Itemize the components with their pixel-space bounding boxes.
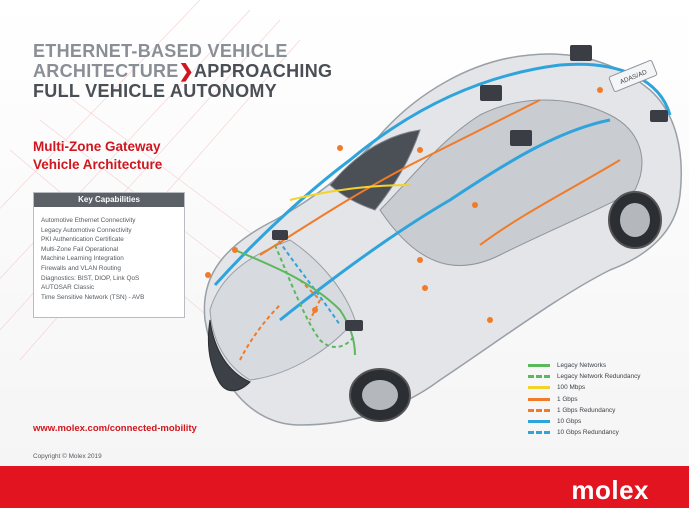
network-1gbps: [259, 99, 541, 256]
legend-label: 100 Mbps: [557, 384, 586, 392]
legend-item: 1 Gbps: [528, 394, 678, 405]
legend-label: Legacy Networks: [557, 362, 607, 369]
legend-swatch: [528, 375, 550, 379]
capability-item: Automotive Ethernet Connectivity: [41, 217, 136, 224]
legend-swatch: [528, 408, 550, 412]
network-1gbps-redundancy: [239, 279, 322, 361]
car-windshield: [329, 129, 421, 211]
legend-label: 1 Gbps: [557, 395, 578, 403]
subtitle-line-1: Multi-Zone Gateway: [33, 139, 161, 154]
headline-line-2-part-1: ARCHITECTURE: [33, 61, 179, 81]
legend-item: 100 Mbps: [528, 382, 678, 393]
subtitle: Multi-Zone Gateway Vehicle Architecture: [33, 138, 233, 174]
chevron-right-icon: ❯: [178, 61, 194, 81]
gateway-module: [480, 85, 502, 101]
network-10gbps-redundancy: [274, 234, 341, 326]
headline: ETHERNET-BASED VEHICLE ARCHITECTURE❯APPR…: [33, 41, 413, 101]
network-100mbps: [289, 184, 411, 201]
molex-logo: molex: [571, 475, 649, 505]
legend-item: 10 Gbps: [528, 416, 678, 427]
network-1gbps: [479, 159, 621, 246]
capability-item: Legacy Automotive Connectivity: [41, 226, 132, 234]
legend-label: 1 Gbps Redundancy: [557, 406, 616, 414]
capability-item: Firewalls and VLAN Routing: [41, 264, 121, 272]
capability-item: Time Sensitive Network (TSN) - AVB: [41, 293, 145, 301]
legend-swatch: [528, 419, 550, 423]
footer-bar: molex: [0, 466, 689, 508]
legend-item: 10 Gbps Redundancy: [528, 427, 678, 438]
gateway-module: [345, 320, 363, 331]
headline-line-3: FULL VEHICLE AUTONOMY: [33, 81, 277, 101]
legend-item: 1 Gbps Redundancy: [528, 405, 678, 416]
capability-item: Machine Learning Integration: [41, 255, 124, 263]
vehicle-illustration: ADAS/AD: [203, 45, 682, 426]
front-wheel-rim: [362, 380, 398, 410]
legend-label: Legacy Network Redundancy: [557, 373, 641, 381]
gateway-module: [272, 230, 288, 240]
network-legacy-redundancy: [274, 244, 356, 348]
capability-item: PKI Authentication Certificate: [41, 236, 124, 244]
legend-swatch: [528, 397, 550, 401]
copyright-text: Copyright © Molex 2019: [33, 453, 102, 460]
network-10gbps: [279, 118, 611, 322]
legend-item: Legacy Networks: [528, 360, 678, 371]
legend-swatch: [528, 386, 550, 390]
key-capabilities-box: Key Capabilities Automotive Ethernet Con…: [33, 192, 185, 318]
connection-nodes: [205, 87, 603, 323]
headline-line-1: ETHERNET-BASED VEHICLE: [33, 41, 288, 61]
car-grille: [207, 319, 251, 392]
legend-swatch: [528, 431, 550, 435]
legend-label: 10 Gbps Redundancy: [557, 429, 619, 437]
gateway-module: [510, 130, 532, 146]
capability-item: AUTOSAR Classic: [41, 284, 95, 292]
car-interior: [379, 99, 643, 266]
adas-module: [608, 60, 658, 92]
capability-item: Multi-Zone Fail Operational: [41, 245, 119, 253]
website-link[interactable]: www.molex.com/connected-mobility: [33, 423, 197, 434]
key-capabilities-list: Automotive Ethernet Connectivity Legacy …: [34, 207, 184, 302]
capability-item: Diagnostics: BIST, DIOP, Link QoS: [41, 274, 140, 282]
gateway-module: [570, 45, 592, 61]
legend-label: 10 Gbps: [557, 417, 582, 425]
legend-swatch: [528, 364, 550, 367]
rear-wheel-rim: [620, 203, 650, 237]
headline-line-2-part-2: APPROACHING: [194, 61, 333, 81]
gateway-module: [650, 110, 668, 122]
key-capabilities-title: Key Capabilities: [34, 193, 184, 207]
legend-item: Legacy Network Redundancy: [528, 371, 678, 382]
subtitle-line-2: Vehicle Architecture: [33, 157, 163, 172]
